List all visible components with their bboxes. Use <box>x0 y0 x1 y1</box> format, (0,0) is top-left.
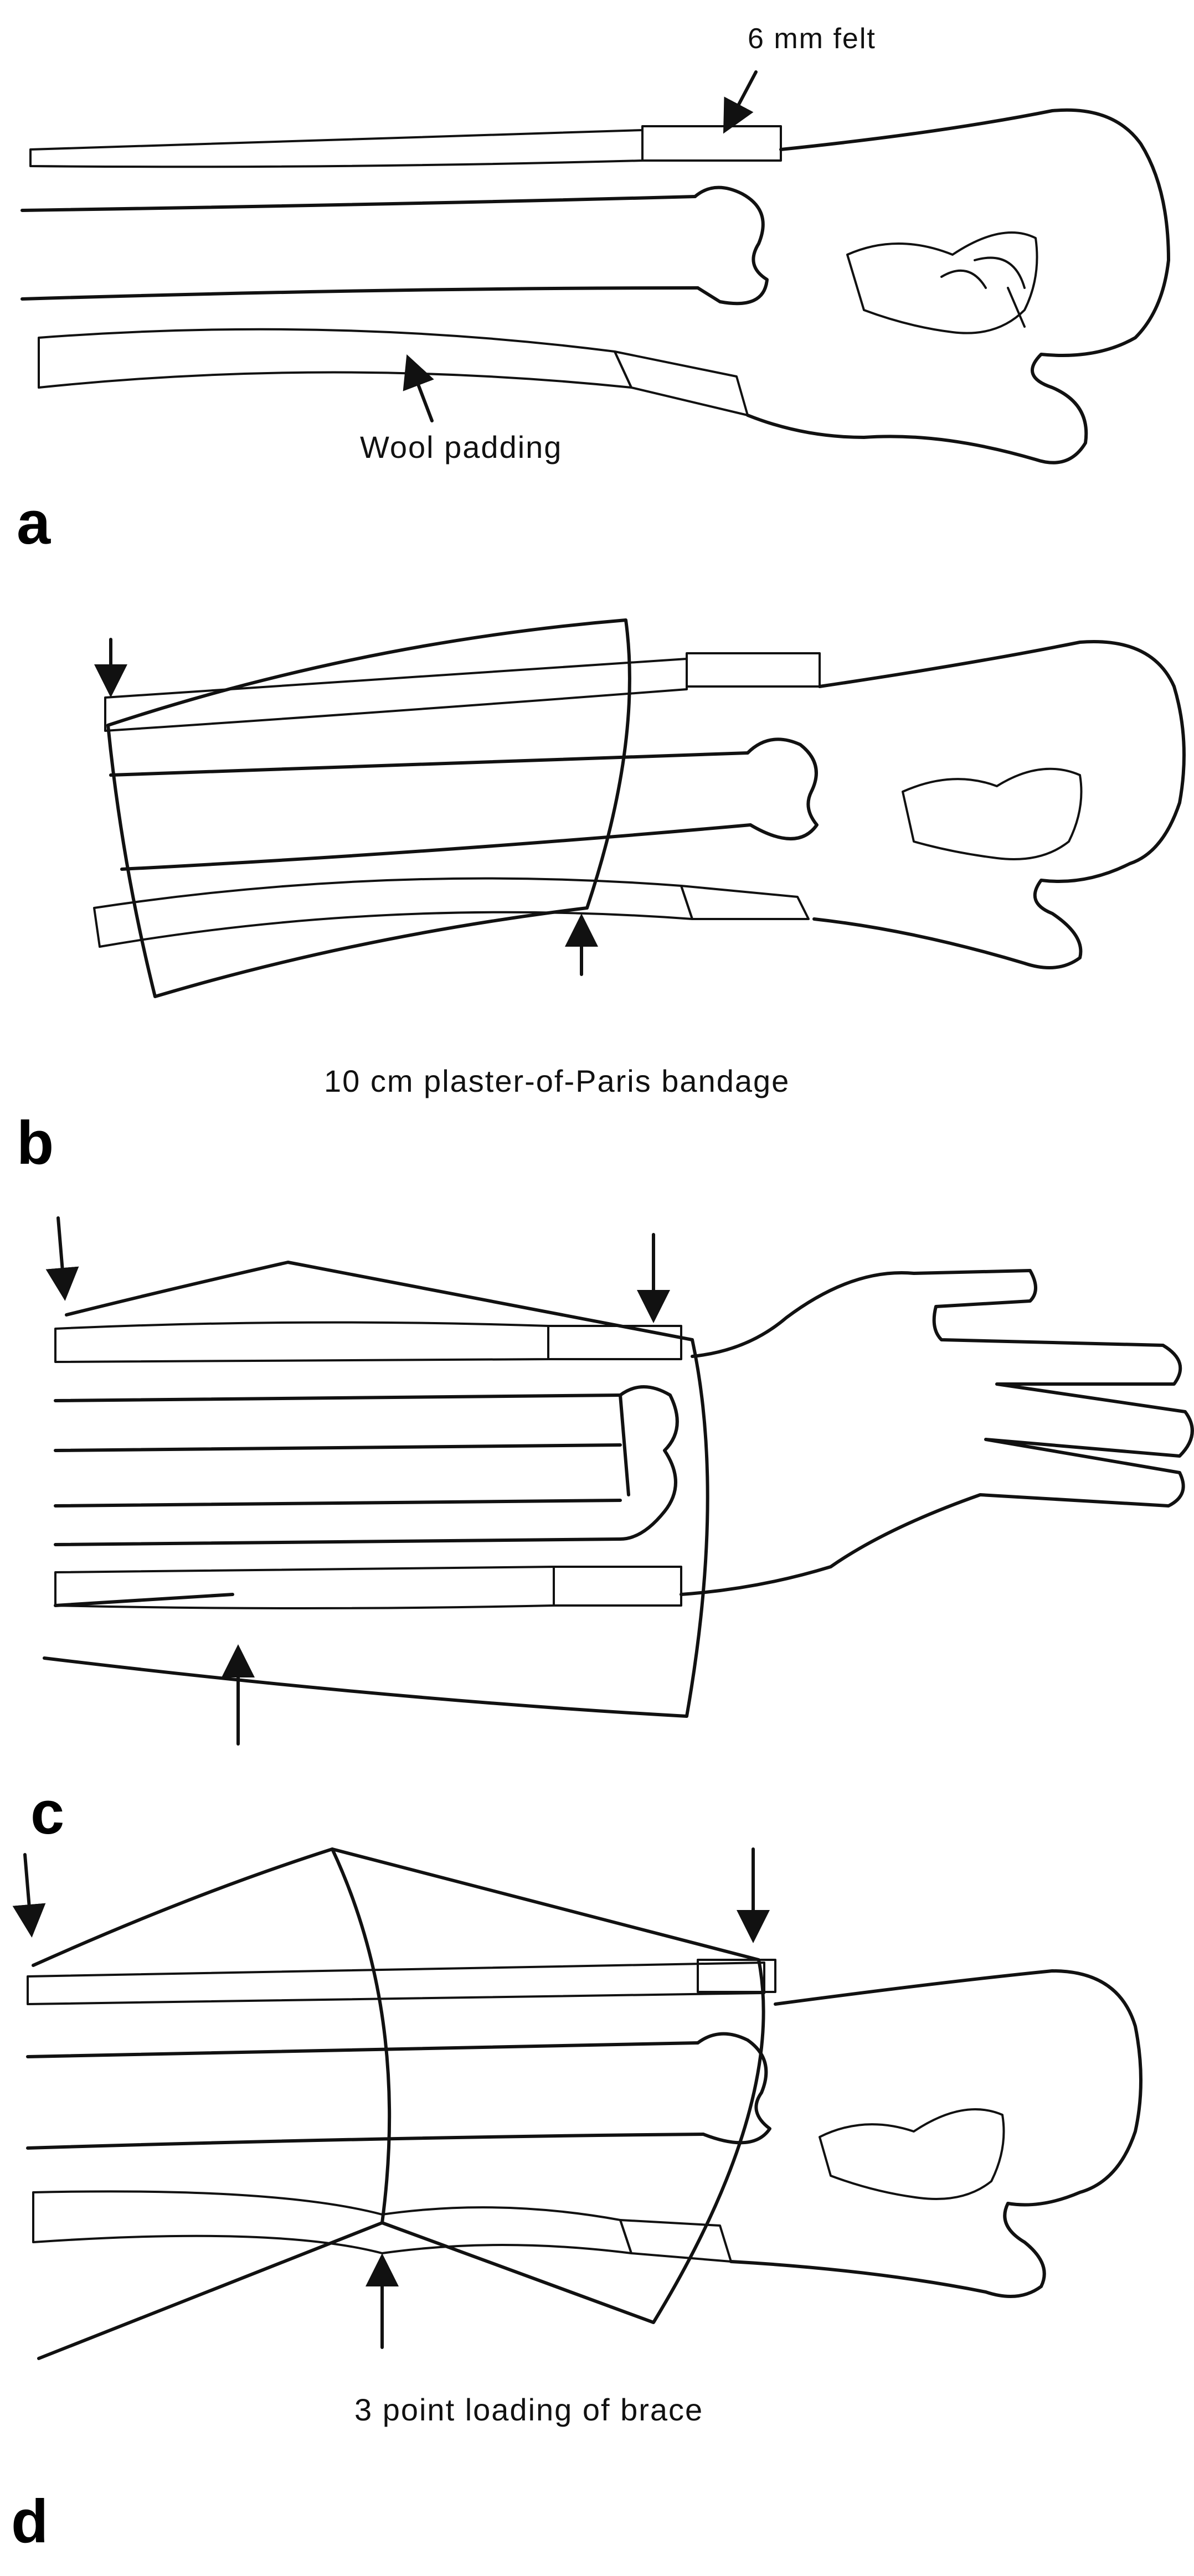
felt-pad-top <box>642 126 781 161</box>
wool-padding-top <box>28 1963 764 2004</box>
bone-line-upper <box>22 197 695 210</box>
panel-label-c: c <box>30 1783 64 1844</box>
wool-padding-bottom <box>39 329 631 388</box>
bone-end <box>748 739 817 839</box>
padding-label: Wool padding <box>360 429 562 465</box>
bone-end <box>695 188 767 304</box>
bone-line-lower <box>122 825 750 869</box>
bone-line-lower <box>22 288 698 299</box>
bone-line-upper <box>28 2043 698 2057</box>
wool-padding-top <box>30 130 642 167</box>
felt-pad-top <box>548 1326 681 1359</box>
finger-creases <box>941 258 1025 327</box>
bandage-caption: 10 cm plaster-of-Paris bandage <box>324 1063 790 1099</box>
felt-pad-bottom <box>554 1567 681 1606</box>
panel-d-drawing <box>25 1849 1141 2358</box>
padding-arrow <box>413 370 432 421</box>
bone-line-lower <box>28 2134 703 2148</box>
panel-label-a: a <box>17 493 50 554</box>
wool-padding-bottom <box>94 879 692 947</box>
hand-fingers <box>847 233 1037 333</box>
felt-pad-bottom <box>681 886 809 919</box>
wool-padding-top <box>55 1323 548 1362</box>
hand-outline <box>814 642 1184 968</box>
panel-label-b: b <box>17 1113 54 1174</box>
felt-pad-top <box>687 653 820 686</box>
hand-fingers <box>903 769 1082 859</box>
brace-outline <box>44 1262 708 1716</box>
force-arrow-left <box>58 1218 64 1284</box>
felt-arrow <box>731 72 756 119</box>
bone-end <box>698 2034 770 2143</box>
brace-center-line <box>332 1849 389 2223</box>
panel-a-drawing <box>22 72 1169 463</box>
hand-fingers <box>820 2109 1004 2199</box>
bone-line-upper <box>111 753 748 775</box>
hand-outline <box>731 1971 1141 2296</box>
panel-label-d: d <box>11 2491 48 2552</box>
force-arrow-left <box>25 1855 30 1921</box>
brace-outline <box>33 1849 764 2358</box>
hand-outline <box>681 1271 1192 1594</box>
bone-line-1 <box>55 1395 620 1401</box>
bone-line-2 <box>55 1445 620 1450</box>
hand-outline <box>748 110 1169 463</box>
plaster-cast <box>108 620 630 997</box>
bone-end <box>620 1387 677 1539</box>
bone-line-4 <box>55 1539 620 1545</box>
felt-pad-bottom <box>620 2220 731 2262</box>
bone-line-3 <box>55 1500 620 1506</box>
felt-label: 6 mm felt <box>748 22 876 55</box>
wool-padding-top <box>105 659 687 731</box>
panel-c-drawing <box>44 1218 1192 1744</box>
brace-apex <box>55 1594 233 1606</box>
felt-pad-bottom <box>615 352 748 415</box>
brace-caption: 3 point loading of brace <box>354 2392 703 2428</box>
panel-b-drawing <box>94 620 1184 997</box>
